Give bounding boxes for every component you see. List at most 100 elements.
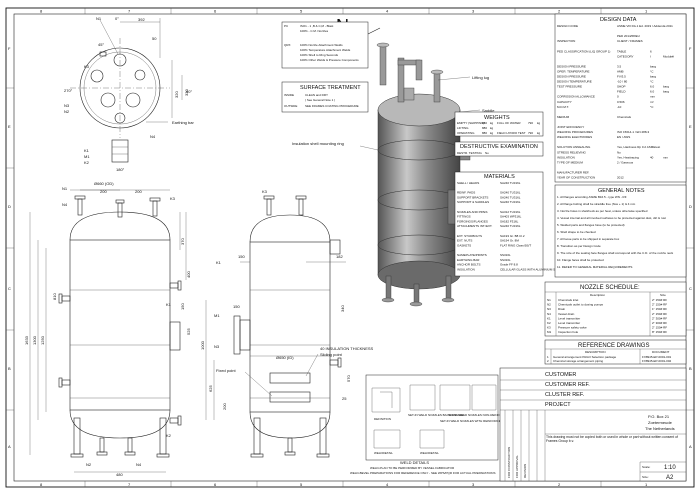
nozzle-id: K3 (547, 326, 551, 330)
design-data-cell: TABLE (617, 49, 626, 53)
nozzle-header: Size (660, 293, 666, 297)
design-data-cell: 0 (617, 95, 619, 99)
design-data-cell: ISO 15614-1 / EN 288-3 (617, 130, 650, 134)
material-name: NOZZLES AND PIPES (457, 210, 488, 214)
design-data-cell: WELDING ELECTRODES (557, 135, 592, 139)
weights-cell: kg (490, 131, 494, 135)
weld-details: DEFINITION SET-IN WELD NOZZLES BACK WELD… (350, 374, 547, 475)
design-data-cell: 6 (650, 49, 652, 53)
nozzle-label: N4 (150, 134, 156, 139)
dim-label: 340 (340, 305, 345, 312)
iso-top-head (377, 93, 461, 127)
dim-label: 480 (116, 472, 123, 477)
ref-cell: 2 (547, 359, 549, 363)
surface-cell: CLEAN and DRY (305, 93, 328, 97)
earthing-bar-label: Earthing bar (172, 120, 194, 125)
general-note: 2. All flange bolting shall be straddle … (557, 202, 636, 206)
status-col: FOR CONSTRUCTION (507, 447, 511, 478)
surface-cell: OUTSIDE (284, 104, 297, 108)
material-value: SA240 TU316L (500, 195, 521, 199)
spec-cell: PC (284, 24, 289, 28)
weights-cell: EMPTY (SHIPPING) (457, 121, 484, 125)
material-value: SA194 Gr. 8M (500, 239, 519, 243)
material-name: NAMEPLATE/PRINTS (457, 253, 487, 257)
design-data-cell: CATEGORY (617, 54, 634, 58)
material-name: REINF. PADS (457, 191, 475, 195)
dim-label: 200 (100, 189, 107, 194)
design-data-cell: EN / AWS (617, 135, 630, 139)
design-data-cell: MANUFACTURER REF. (557, 170, 590, 174)
materials-title: MATERIALS (484, 174, 515, 180)
general-note: 10. Flange faces shall be protected (557, 258, 604, 262)
material-name: SUPPORT BRACKETS (457, 195, 488, 199)
nozzle-size: 2" 150# RF (652, 326, 667, 330)
size-value: A2 (666, 475, 674, 481)
weld-note: WELD-BEVEL PREPARATIONS FOR REFERENCE ON… (350, 471, 495, 475)
material-name: ATTACHMENTS INT./EXT. (457, 224, 493, 228)
design-data-cell: m³ (650, 100, 654, 104)
design-data-cell: MEDIUM (557, 115, 570, 119)
dim-label: 1250 (40, 335, 45, 345)
nozzle-description: Level transmitter (558, 316, 580, 320)
support-leg (73, 417, 81, 455)
weld-label: SET-IN WELD NOZZLES WITH REINFORCEMENT P… (440, 419, 517, 423)
sliding-saddle (269, 372, 311, 384)
design-data-title: DESIGN DATA (600, 17, 637, 23)
nozzle-label: N1 (62, 186, 68, 191)
disclaimer: This drawing must not be copied both or … (546, 435, 678, 443)
design-data-cell: barg (663, 85, 669, 89)
dim-label: 150 (180, 303, 185, 310)
col-label: 3 (472, 482, 475, 487)
ref-cell: General arrangement PAGO Selection packa… (553, 355, 616, 359)
ref-title: REFERENCE DRAWINGS (578, 343, 649, 349)
manhole-m1 (169, 321, 181, 351)
weld-label: WELDDETAIL (420, 451, 439, 455)
nozzle-description: Level transmitter (558, 321, 580, 325)
angle-label: 0° (115, 16, 119, 21)
col-label: 1 (645, 482, 648, 487)
surface-cell: ( See General Note 1 ) (305, 98, 335, 102)
nozzle-size: 2" 150# RF (652, 303, 667, 307)
weights-title: WEIGHTS (484, 115, 510, 121)
diameter-label: Ø650 (ID) (276, 355, 294, 360)
nozzle-header: Description (590, 293, 605, 297)
fixed-point-label: Fixed point (216, 368, 236, 373)
nozzle-id: N3 (547, 307, 551, 311)
nozzle-id: M1 (547, 330, 551, 334)
nozzle-size: 2" 150# RF (652, 298, 667, 302)
general-notes-title: GENERAL NOTES (598, 188, 645, 194)
angle-label: 90° (186, 89, 192, 94)
design-data-cell: STRESS RELIEVING (557, 150, 587, 154)
nozzle-label: K1 (84, 148, 90, 153)
title-block: CUSTOMER CUSTOMER REF. CLUSTER REF. PROJ… (499, 367, 687, 482)
ref-cell: FX8945-EP-0001-001 (642, 355, 672, 359)
row-label: C (8, 286, 11, 291)
design-data-cell: 40 (650, 155, 654, 159)
spec-column: PC ISO1 - 1 ,B & C,M - Blast 100% - C.M.… (281, 21, 369, 113)
material-name: FITTINGS (457, 215, 471, 219)
row-label: E (689, 124, 692, 129)
spec-cell: 100% Nozzle Attachment Welds (300, 43, 343, 47)
weights-cell: FIELD HYDRO TEST (497, 131, 526, 135)
weights-cell: 790 (528, 131, 533, 135)
material-value: Grade FF 8.8 (500, 263, 518, 267)
insulation-thickness-label: 40 INSULATION THICKNESS (320, 346, 374, 351)
col-label: 4 (386, 482, 389, 487)
design-data-cell: 6.0 (650, 90, 655, 94)
iso-shell (377, 109, 461, 276)
spec-cell: QRX (284, 43, 291, 47)
reference-drawings: REFERENCE DRAWINGS DESCRIPTION DOCUMENT … (544, 339, 687, 365)
row-label: F (689, 46, 692, 51)
row-label: B (689, 366, 692, 371)
spec-cell: 100% - C.M. Nozzles (300, 29, 329, 33)
general-note: 11. REFER TO GENERAL MATERIAL REQUIREMEN… (557, 265, 632, 269)
row-label: D (8, 204, 11, 209)
general-notes-block: GENERAL NOTES 1. All flanges according A… (554, 184, 687, 278)
material-value: SS316L (500, 258, 511, 262)
nozzle-label: K1 (166, 302, 172, 307)
material-name: SUPPORT & SADDLES (457, 200, 489, 204)
nozzle-label: K2 (84, 160, 90, 165)
